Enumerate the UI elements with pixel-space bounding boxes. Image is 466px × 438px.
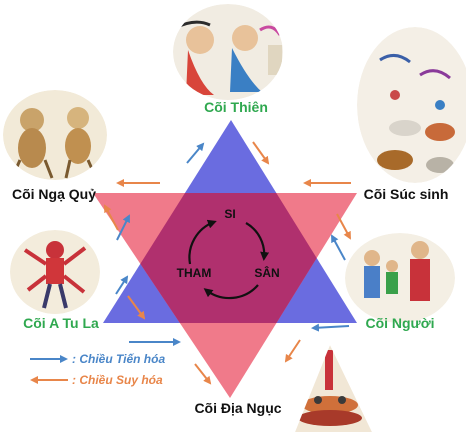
evolution-arrow bbox=[331, 234, 346, 261]
cycle-arrow-top-to-right bbox=[245, 222, 270, 261]
realm-label-asura: Cõi A Tu La bbox=[23, 315, 99, 331]
realm-label-hell: Cõi Địa Ngục bbox=[194, 400, 281, 416]
devolution-arrow bbox=[336, 213, 351, 240]
legend: : Chiều Tiến hóa : Chiều Suy hóa bbox=[30, 352, 165, 387]
human-illustration bbox=[345, 233, 455, 323]
asura-illustration bbox=[10, 230, 100, 314]
triangle-overlap bbox=[103, 193, 357, 323]
realm-label-human: Cõi Người bbox=[365, 315, 434, 331]
realm-label-hungry-ghost: Cõi Ngạ Quỷ bbox=[12, 186, 96, 202]
devolution-arrow bbox=[252, 141, 270, 165]
devolution-arrow bbox=[284, 339, 301, 363]
devolution-arrow bbox=[104, 204, 119, 231]
realm-label-heaven: Cõi Thiên bbox=[204, 99, 268, 115]
legend-evolution-label: : Chiều Tiến hóa bbox=[72, 352, 165, 366]
evolution-arrow bbox=[116, 214, 130, 241]
cycle-label-san: SÂN bbox=[254, 265, 279, 280]
devolution-arrow bbox=[194, 363, 212, 385]
realm-label-animal: Cõi Súc sinh bbox=[364, 186, 449, 202]
cycle-label-tham: THAM bbox=[177, 266, 212, 280]
hell-illustration bbox=[295, 345, 372, 432]
animal-illustration bbox=[357, 27, 466, 183]
devolution-arrows bbox=[104, 141, 351, 385]
cycle-label-si: SI bbox=[224, 207, 235, 221]
evolution-arrow bbox=[186, 142, 205, 164]
evolution-arrows bbox=[115, 142, 350, 346]
evolution-arrow bbox=[311, 323, 350, 332]
three-poisons-cycle bbox=[188, 219, 270, 300]
cycle-arrow-left-to-top bbox=[188, 219, 217, 265]
evolution-arrow bbox=[115, 275, 129, 295]
devolution-arrow bbox=[127, 295, 146, 320]
cycle-arrow-right-to-left bbox=[203, 284, 259, 300]
hungry-ghost-illustration bbox=[3, 90, 107, 180]
legend-devolution-label: : Chiều Suy hóa bbox=[72, 373, 163, 387]
heaven-illustration bbox=[173, 4, 283, 100]
